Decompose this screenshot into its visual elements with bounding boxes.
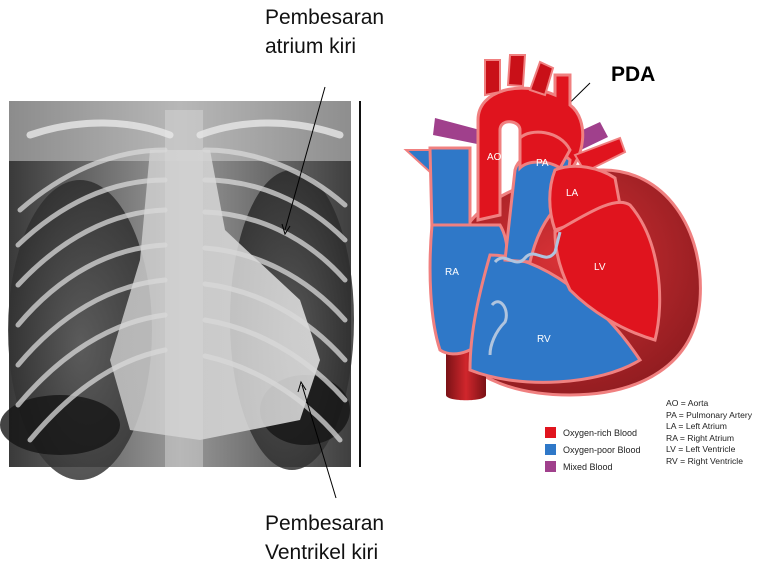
caption-left-ventricle: Pembesaran Ventrikel kiri bbox=[265, 509, 384, 567]
abbreviation-item: RV = Right Ventricle bbox=[666, 456, 752, 468]
legend-swatch-mixed bbox=[545, 461, 556, 472]
abbreviation-item: PA = Pulmonary Artery bbox=[666, 410, 752, 422]
legend-label: Oxygen-poor Blood bbox=[563, 445, 641, 455]
caption-bottom-line2: Ventrikel kiri bbox=[265, 538, 384, 567]
label-la: LA bbox=[566, 188, 579, 199]
abbreviation-item: RA = Right Atrium bbox=[666, 433, 752, 445]
legend: Oxygen-rich Blood Oxygen-poor Blood Mixe… bbox=[545, 424, 641, 475]
abbreviation-item: LA = Left Atrium bbox=[666, 421, 752, 433]
legend-item-mixed: Mixed Blood bbox=[545, 458, 641, 475]
svc bbox=[430, 148, 470, 230]
pda-label: PDA bbox=[611, 63, 655, 87]
label-ao: AO bbox=[487, 152, 502, 163]
aortic-branch-2 bbox=[508, 55, 525, 86]
abbreviation-item: AO = Aorta bbox=[666, 398, 752, 410]
label-lv: LV bbox=[594, 262, 606, 273]
label-ra: RA bbox=[445, 267, 459, 278]
chest-xray bbox=[0, 101, 360, 480]
label-pa: PA bbox=[536, 158, 549, 169]
label-rv: RV bbox=[537, 334, 551, 345]
caption-top-line2: atrium kiri bbox=[265, 32, 384, 61]
aortic-branch-3 bbox=[530, 62, 553, 95]
heart-diagram bbox=[406, 55, 700, 400]
abbreviation-list: AO = Aorta PA = Pulmonary Artery LA = Le… bbox=[666, 398, 752, 467]
legend-swatch-oxygen-poor bbox=[545, 444, 556, 455]
mixed-vessel-left bbox=[433, 118, 482, 145]
caption-left-atrium: Pembesaran atrium kiri bbox=[265, 3, 384, 61]
legend-label: Mixed Blood bbox=[563, 462, 613, 472]
caption-bottom-line1: Pembesaran bbox=[265, 509, 384, 538]
legend-item-oxygen-poor: Oxygen-poor Blood bbox=[545, 441, 641, 458]
abbreviation-item: LV = Left Ventricle bbox=[666, 444, 752, 456]
caption-top-line1: Pembesaran bbox=[265, 3, 384, 32]
legend-swatch-oxygen-rich bbox=[545, 427, 556, 438]
aortic-branch-1 bbox=[485, 60, 500, 95]
legend-item-oxygen-rich: Oxygen-rich Blood bbox=[545, 424, 641, 441]
legend-label: Oxygen-rich Blood bbox=[563, 428, 637, 438]
